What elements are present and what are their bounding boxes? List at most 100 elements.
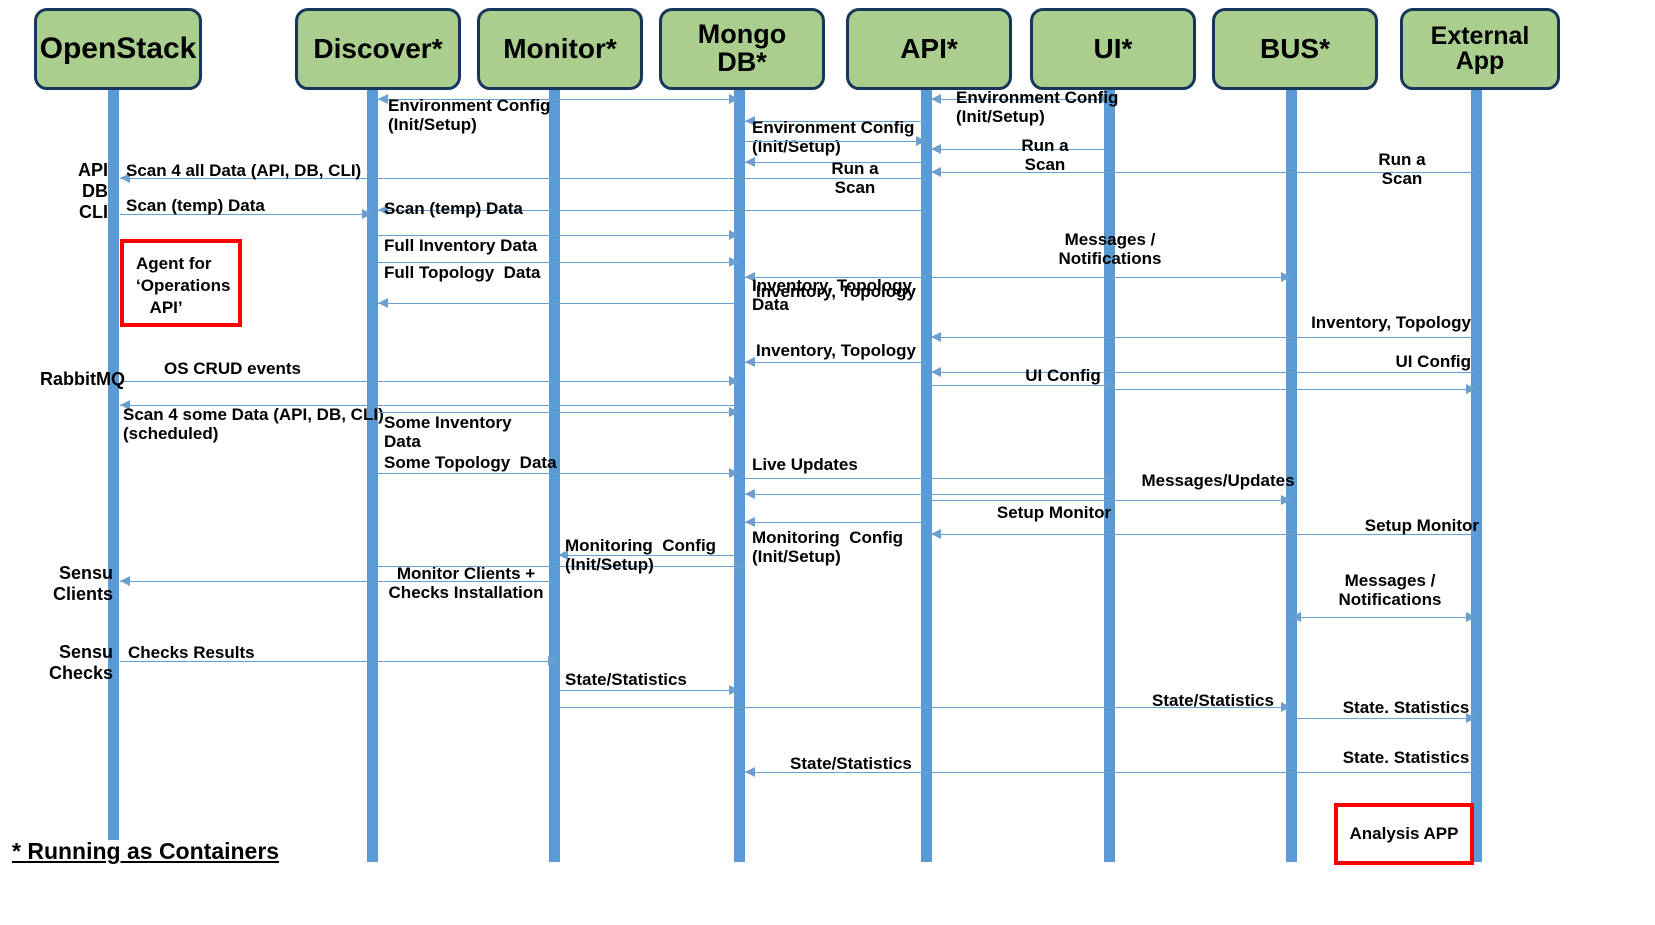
message-label-messages-notifications-api-bus: Messages / Notifications <box>1058 230 1162 269</box>
arrowhead-left-inv-topo-bus-api <box>931 332 941 342</box>
arrowhead-right-env-config-monitor-mongo <box>729 94 739 104</box>
arrowhead-left-state-stats-external-mongo <box>745 767 755 777</box>
side-label-rabbitmq: RabbitMQ <box>40 369 125 389</box>
message-line-state-stats-external-mongo <box>745 772 1476 773</box>
message-label-inv-topo-mongo-discover: Inventory, Topology <box>756 282 916 301</box>
message-label-state-stats-external-mongo: State. Statistics <box>1342 748 1470 767</box>
lifeline-mongodb <box>734 88 745 862</box>
message-line-run-a-scan-api-mongo <box>745 162 926 163</box>
message-label-live-updates-mongo-ui: Live Updates <box>752 455 858 474</box>
actor-box-external[interactable]: External App <box>1400 8 1560 90</box>
arrowhead-left-scan-4-some-data <box>120 400 130 410</box>
note-analysis-app: Analysis APP <box>1334 803 1474 865</box>
footer-note: * Running as Containers <box>12 838 280 864</box>
message-line-scan-temp-data-api-discover <box>378 210 926 211</box>
message-line-state-stats-bus-external <box>1291 718 1476 719</box>
message-line-messages-notifications-api-bus <box>931 277 1291 278</box>
message-label-messages-updates-api-bus: Messages/Updates <box>1141 471 1295 490</box>
message-label-ui-config-api-ui: UI Config <box>1025 366 1101 385</box>
message-label-state-stats-monitor-mongo: State/Statistics <box>565 670 687 689</box>
message-line-env-config-monitor-mongo <box>558 99 739 100</box>
message-line-setup-monitor-api-mongo <box>745 522 926 523</box>
actor-box-monitor[interactable]: Monitor* <box>477 8 643 90</box>
message-label-run-a-scan-ui-api: Run a Scan <box>1021 136 1069 175</box>
message-label-state-stats-mongo-bus: State/Statistics <box>1152 691 1274 710</box>
arrowhead-right-state-stats-mongo-bus <box>1281 702 1291 712</box>
message-label-full-topology-data: Full Topology Data <box>384 263 541 282</box>
message-line-monitoring-config-monitor <box>558 555 739 556</box>
arrowhead-right-env-config-mongo-api <box>916 136 926 146</box>
message-line-inv-topo-api-mongo <box>745 277 926 278</box>
message-label-inv-topo-bus-api: Inventory, Topology <box>1311 313 1471 332</box>
message-line-ui-config-ui-external <box>1109 389 1476 390</box>
message-line-inv-topo-api-mongo-2 <box>745 362 926 363</box>
message-line-live-updates-mongo-ui <box>745 478 1114 479</box>
message-line-full-inventory-data <box>378 235 739 236</box>
message-label-state-stats-bus-external: State. Statistics <box>1342 698 1470 717</box>
message-label-os-crud-events: OS CRUD events <box>164 359 301 378</box>
lifeline-api <box>921 88 932 862</box>
arrowhead-left-scan-4-all-data <box>120 173 130 183</box>
arrowhead-left-inv-topo-mongo-discover <box>378 298 388 308</box>
message-label-ui-config-external-ui: UI Config <box>1395 352 1471 371</box>
arrowhead-right-full-inventory-data <box>729 230 739 240</box>
message-line-scan-4-all-data <box>120 178 926 179</box>
message-label-inv-topo-api-mongo: Inventory, Topology Data <box>752 276 912 315</box>
message-line-inv-topo-mongo-discover <box>378 303 739 304</box>
message-line-ui-config-external-ui <box>931 372 1476 373</box>
message-label-checks-results: Checks Results <box>128 643 255 662</box>
actor-box-openstack[interactable]: OpenStack <box>34 8 202 90</box>
message-line-some-topology-data <box>378 473 739 474</box>
actor-box-discover[interactable]: Discover* <box>295 8 461 90</box>
message-label-monitoring-config-discover: Monitoring Config (Init/Setup) <box>565 536 717 575</box>
message-line-monitor-clients-checks <box>120 581 558 582</box>
arrowhead-left-run-a-scan-api-mongo <box>745 157 755 167</box>
actor-box-bus[interactable]: BUS* <box>1212 8 1378 90</box>
message-line-scan-4-some-data <box>120 405 739 406</box>
message-label-messages-notifications-bus-external: Messages / Notifications <box>1338 571 1442 610</box>
actor-box-api[interactable]: API* <box>846 8 1012 90</box>
arrowhead-left-monitoring-config-monitor <box>558 550 568 560</box>
arrowhead-left-setup-monitor-external-api <box>931 529 941 539</box>
message-line-full-topology-data <box>378 262 739 263</box>
message-label-some-inventory-data: Some Inventory Data <box>384 413 512 452</box>
message-label-run-a-scan-external-api: Run a Scan <box>1378 150 1426 189</box>
arrowhead-left-run-a-scan-external-api <box>931 167 941 177</box>
message-label-env-config-api-mongo-a: Environment Config (Init/Setup) <box>752 118 915 157</box>
message-line-state-stats-monitor-mongo <box>558 690 739 691</box>
message-line-some-inventory-data <box>378 412 739 413</box>
arrowhead-right-checks-results <box>548 656 558 666</box>
message-label-env-config-mongo-discover: Environment Config (Init/Setup) <box>388 96 551 135</box>
side-label-sensu-clients: Sensu Clients <box>52 563 113 605</box>
arrowhead-right-some-topology-data <box>729 468 739 478</box>
message-line-inv-topo-bus-api <box>931 337 1476 338</box>
message-label-scan-4-all-data: Scan 4 all Data (API, DB, CLI) <box>126 161 362 180</box>
arrowhead-left-inv-topo-api-mongo <box>745 272 755 282</box>
lifeline-monitor <box>549 88 560 862</box>
message-label-setup-monitor-api-mongo: Setup Monitor <box>996 503 1112 522</box>
arrowhead-left-scan-temp-data-api-discover <box>378 205 388 215</box>
arrowhead-right-full-topology-data <box>729 257 739 267</box>
arrowhead-right-state-stats-monitor-mongo <box>729 685 739 695</box>
arrowhead-left-messages-notifications-bus-external <box>1291 612 1301 622</box>
message-label-run-a-scan-api-mongo: Run a Scan <box>831 159 879 198</box>
side-label-api-db-cli: API DB CLI <box>77 160 108 223</box>
arrowhead-right-state-stats-bus-external <box>1466 713 1476 723</box>
message-line-messages-notifications-bus-external <box>1291 617 1476 618</box>
arrowhead-left-inv-topo-api-mongo-2 <box>745 357 755 367</box>
note-agent-operations-api: Agent for ‘Operations API’ <box>120 239 242 327</box>
actor-box-ui[interactable]: UI* <box>1030 8 1196 90</box>
message-label-env-config-ui-api: Environment Config (Init/Setup) <box>956 88 1119 127</box>
arrowhead-right-scan-temp-data-os-discover <box>362 209 372 219</box>
message-line-env-config-api-mongo-a <box>745 121 926 122</box>
message-line-run-a-scan-ui-api <box>931 149 1109 150</box>
message-label-scan-temp-data-os-discover: Scan (temp) Data <box>126 196 265 215</box>
actor-box-mongodb[interactable]: Mongo DB* <box>659 8 825 90</box>
message-label-full-inventory-data: Full Inventory Data <box>384 236 538 255</box>
message-line-setup-monitor-external-api <box>931 534 1476 535</box>
arrowhead-left-env-config-api-mongo-a <box>745 116 755 126</box>
message-label-monitoring-config-monitor: Monitoring Config (Init/Setup) <box>752 528 904 567</box>
message-line-env-config-mongo-api <box>745 141 926 142</box>
arrowhead-left-env-config-mongo-discover <box>378 94 388 104</box>
arrowhead-right-env-config-ui-api <box>1099 94 1109 104</box>
